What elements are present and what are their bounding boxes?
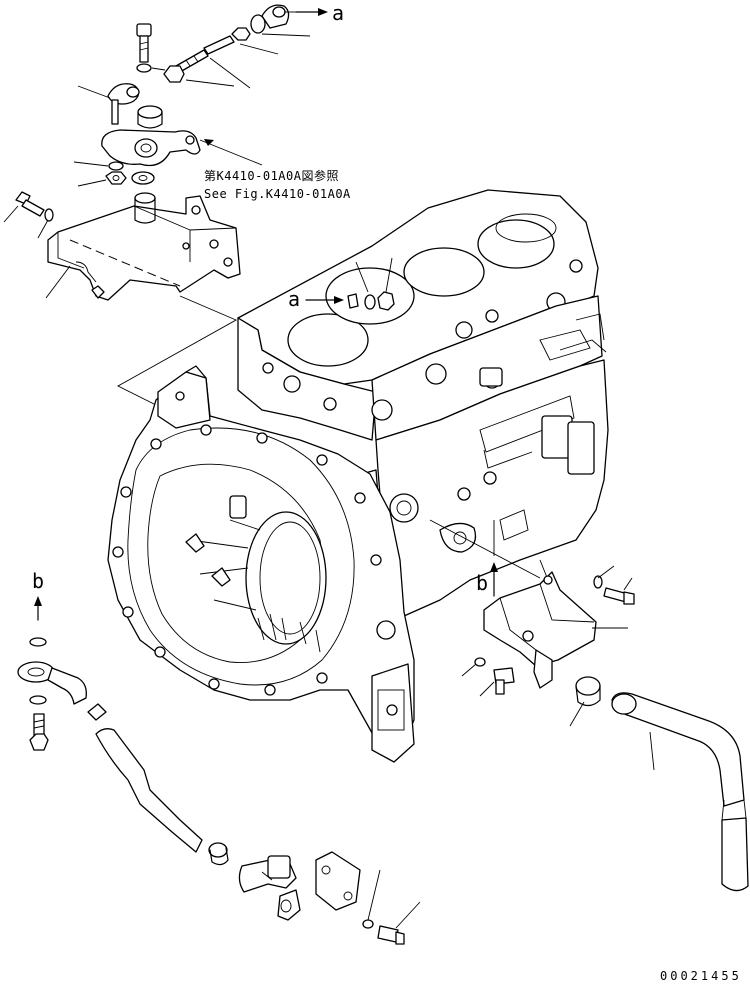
banjo-fitting (17, 661, 87, 705)
linkage-washer (136, 63, 152, 73)
reference-jp: 第K4410-01A0A図参照 (204, 168, 339, 183)
mount-post (134, 192, 156, 224)
label-a-top: a (332, 1, 344, 25)
rod-washer (250, 14, 266, 34)
banjo-washer-bottom (29, 695, 47, 705)
left-hose-assembly: b (17, 569, 421, 945)
label-a-mid: a (288, 287, 300, 311)
reference-note: 第K4410-01A0A図参照 See Fig.K4410-01A0A (204, 168, 351, 201)
bracket-r-bolt (603, 587, 635, 605)
hex-nut-lower (105, 171, 127, 185)
engine-block (107, 189, 609, 763)
bracket-r-washer-2 (474, 657, 486, 667)
right-hose-assembly (569, 676, 749, 892)
ball-joint-left (107, 83, 140, 125)
hose-clamp-left-top (87, 703, 107, 721)
hose-clamp-left-bottom (208, 842, 229, 866)
hose-clamp-right (575, 676, 601, 707)
arrow-to-a (295, 8, 328, 16)
cylinder-bore-4 (477, 219, 555, 269)
reference-en: See Fig.K4410-01A0A (204, 187, 351, 201)
bracket-r-bolt-2 (493, 667, 515, 695)
rod-nut-right (231, 27, 251, 41)
throttle-linkage-assembly (73, 4, 328, 187)
cylinder-bore-3 (403, 247, 485, 297)
drain-hose (95, 728, 203, 853)
fitting-washer (362, 919, 374, 929)
right-bracket-assembly: b (429, 519, 635, 697)
washer-lower (131, 171, 155, 185)
pipe-fitting (238, 855, 301, 921)
label-b-right: b (476, 571, 488, 595)
bracket-bolt (15, 191, 45, 217)
mount-bracket (47, 195, 241, 301)
banjo-bolt (29, 713, 49, 751)
bracket-r-washer (593, 575, 603, 589)
flywheel-housing (107, 365, 415, 763)
gasket-plate (315, 851, 361, 911)
drawing-number: 00021455 (660, 969, 742, 983)
connection-a-mid: a (288, 257, 395, 311)
cylinder-bore-1 (287, 313, 369, 367)
bracket-washer (44, 208, 54, 222)
linkage-lever (101, 129, 201, 167)
fitting-bolt (377, 925, 405, 945)
link-rod (175, 35, 235, 73)
ball-joint-right (261, 4, 296, 29)
rod-nut-left (163, 65, 185, 83)
label-b-left: b (32, 569, 44, 593)
linkage-bolt (136, 23, 152, 63)
mount-bracket-assembly (3, 191, 241, 411)
small-washer (108, 161, 124, 171)
spacer-collar (137, 105, 163, 129)
banjo-washer-top (29, 637, 47, 647)
